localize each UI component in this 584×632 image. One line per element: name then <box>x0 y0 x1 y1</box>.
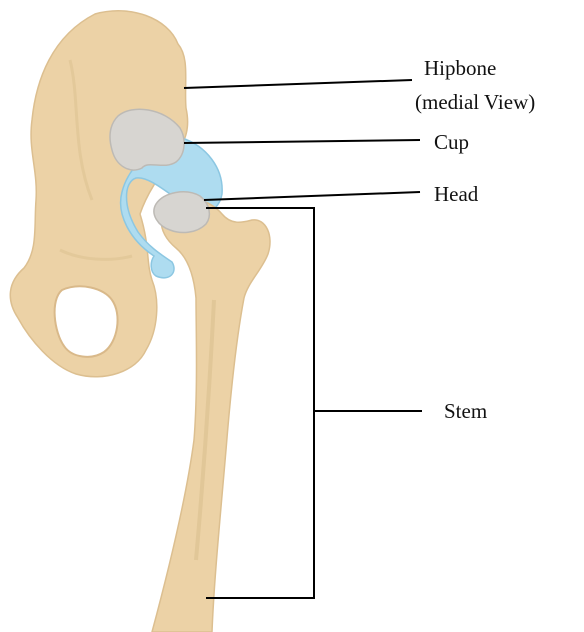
leader-hipbone <box>184 80 412 88</box>
hipbone <box>10 11 187 377</box>
hipbone-label: Hipbone <box>424 56 496 80</box>
hipbone-view-label: (medial View) <box>415 90 535 114</box>
obturator-foramen <box>55 286 118 356</box>
leader-cup <box>184 140 420 143</box>
leader-head <box>204 192 420 200</box>
stem-label: Stem <box>444 399 487 423</box>
femoral-head <box>154 192 209 233</box>
cup-label: Cup <box>434 130 469 154</box>
head-label: Head <box>434 182 478 206</box>
